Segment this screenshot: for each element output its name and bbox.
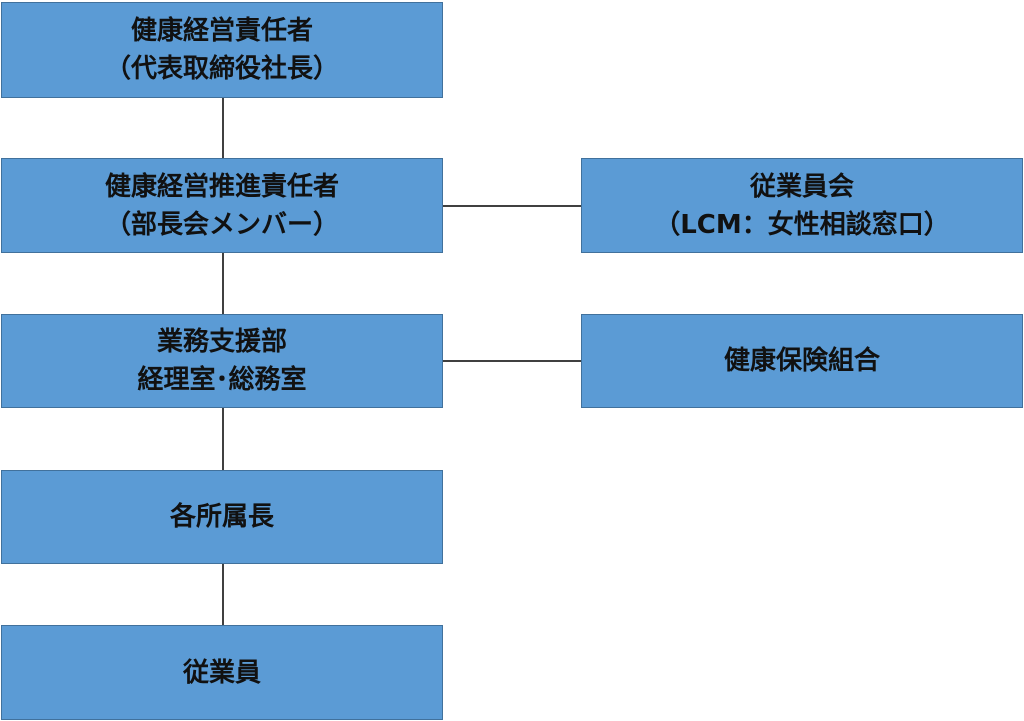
business-support-dept-sections: 経理室･総務室 [137,365,307,395]
employees-box: 従業員 [1,625,443,720]
health-management-officer-role: （代表取締役社長） [104,54,339,84]
connector-promotion-association [443,205,581,207]
connector-support-insurance [443,360,581,362]
health-insurance-association-title: 健康保険組合 [723,346,880,376]
health-management-officer-title: 健康経営責任者 [130,16,313,46]
employee-association-title: 従業員会 [749,171,854,202]
employee-association-desk: （LCM：女性相談窓口） [654,209,950,240]
employee-association-box: 従業員会 （LCM：女性相談窓口） [581,158,1023,253]
connector-support-managers [222,408,224,470]
health-management-officer-box: 健康経営責任者 （代表取締役社長） [1,2,443,98]
connector-officer-promotion [222,98,224,158]
business-support-dept-box: 業務支援部 経理室･総務室 [1,314,443,408]
business-support-dept-title: 業務支援部 [156,327,287,357]
health-promotion-officer-role: （部長会メンバー） [104,209,339,240]
health-promotion-officer-box: 健康経営推進責任者 （部長会メンバー） [1,158,443,253]
health-insurance-association-box: 健康保険組合 [581,314,1023,408]
department-managers-box: 各所属長 [1,470,443,564]
connector-managers-employees [222,564,224,625]
department-managers-title: 各所属長 [169,502,274,532]
connector-promotion-support [222,253,224,314]
health-promotion-officer-title: 健康経営推進責任者 [104,171,339,202]
employees-title: 従業員 [182,657,261,688]
